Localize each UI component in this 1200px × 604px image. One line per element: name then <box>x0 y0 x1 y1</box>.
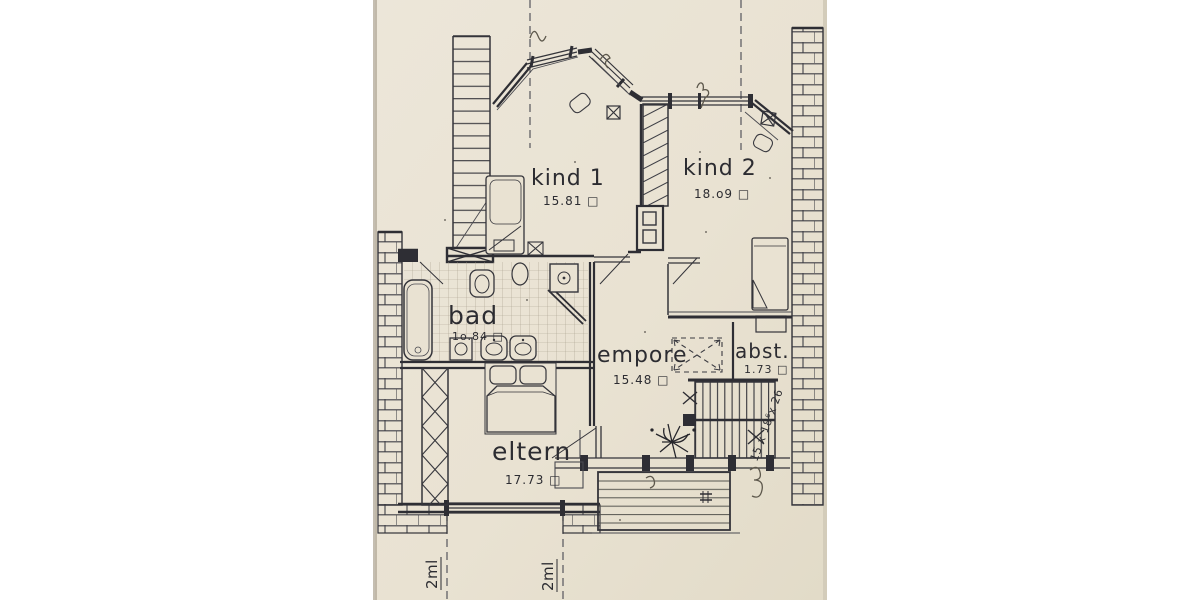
plant-sketch <box>650 423 696 459</box>
label-empore: empore <box>597 343 688 368</box>
label-kind1: kind 1 <box>531 166 605 191</box>
doors <box>419 253 700 459</box>
area-bad: 1o.84 □ <box>452 330 504 343</box>
bathtub <box>403 279 433 361</box>
window-band-bottom <box>444 500 565 516</box>
bed-kind1 <box>485 175 525 255</box>
walls-kind2-abst <box>667 264 792 382</box>
room-labels: kind 1 15.81 □ kind 2 18.o9 □ bad 1o.84 … <box>448 156 790 487</box>
photo-left-edge <box>373 0 377 600</box>
height-marker-left: 2ml <box>423 559 441 589</box>
area-kind1: 15.81 □ <box>543 194 600 208</box>
height-marker-right: 2ml <box>539 561 557 591</box>
room-eltern <box>421 362 584 506</box>
chimney-shaft <box>635 103 669 252</box>
exterior-wall-bottom <box>377 500 601 534</box>
area-kind2: 18.o9 □ <box>694 187 750 201</box>
terrace-wall-band <box>555 455 790 471</box>
shower <box>549 263 579 293</box>
attic-hatch <box>671 337 723 373</box>
room-bad <box>398 248 641 426</box>
side-table <box>554 461 584 489</box>
dormer-right <box>744 99 794 153</box>
balcony <box>592 471 740 534</box>
bidet-icon <box>511 262 529 286</box>
dormer-left <box>492 45 644 120</box>
washing-machine <box>449 337 473 361</box>
window-symbol-icon <box>606 105 621 120</box>
knee-wall-railing <box>421 367 449 506</box>
area-empore: 15.48 □ <box>613 373 670 387</box>
window-symbol-icon <box>760 110 777 127</box>
photo-right-edge <box>823 0 827 600</box>
area-abst: 1.73 □ <box>744 363 788 376</box>
bed-kind2 <box>751 237 789 333</box>
exterior-wall-right <box>791 26 824 506</box>
bed-eltern <box>484 362 557 435</box>
paper-specks <box>444 151 771 521</box>
washbasin <box>480 335 508 361</box>
label-bad: bad <box>448 301 498 330</box>
exterior-wall-left <box>377 230 403 506</box>
pencil-squiggles <box>529 30 763 498</box>
toilet-icon <box>469 269 495 298</box>
floor-plan-photo: kind 1 15.81 □ kind 2 18.o9 □ bad 1o.84 … <box>373 0 827 600</box>
label-eltern: eltern <box>492 437 571 466</box>
floor-plan-svg: kind 1 15.81 □ kind 2 18.o9 □ bad 1o.84 … <box>373 0 827 600</box>
washbasin <box>509 335 537 361</box>
area-eltern: 17.73 □ <box>505 473 562 487</box>
window-symbol-icon <box>527 241 544 256</box>
label-kind2: kind 2 <box>683 156 757 181</box>
label-abst: abst. <box>735 339 790 363</box>
